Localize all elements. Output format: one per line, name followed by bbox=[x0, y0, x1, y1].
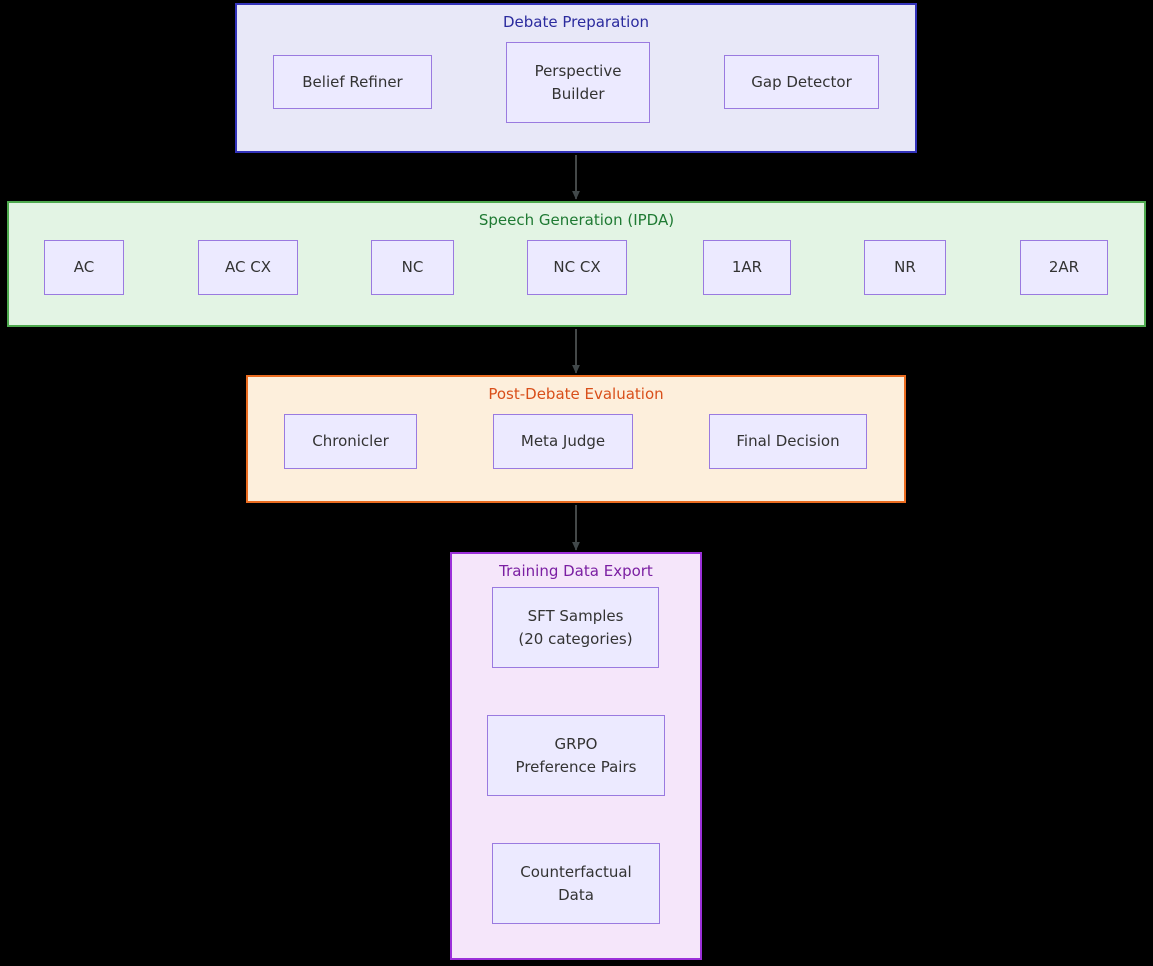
node-final-decision[interactable]: Final Decision bbox=[709, 414, 867, 469]
node-ac-cx[interactable]: AC CX bbox=[198, 240, 298, 295]
node-counterfactual-data[interactable]: Counterfactual Data bbox=[492, 843, 660, 924]
node-belief-refiner[interactable]: Belief Refiner bbox=[273, 55, 432, 109]
node-1ar[interactable]: 1AR bbox=[703, 240, 791, 295]
node-sft-samples[interactable]: SFT Samples (20 categories) bbox=[492, 587, 659, 668]
cluster-title-training-data-export: Training Data Export bbox=[499, 562, 653, 580]
cluster-title-debate-preparation: Debate Preparation bbox=[502, 13, 650, 31]
cluster-title-speech-generation: Speech Generation (IPDA) bbox=[478, 211, 675, 229]
cluster-title-post-debate-evaluation: Post-Debate Evaluation bbox=[488, 385, 664, 403]
node-grpo-preference-pairs[interactable]: GRPO Preference Pairs bbox=[487, 715, 665, 796]
node-ac[interactable]: AC bbox=[44, 240, 124, 295]
node-chronicler[interactable]: Chronicler bbox=[284, 414, 417, 469]
node-gap-detector[interactable]: Gap Detector bbox=[724, 55, 879, 109]
node-nc-cx[interactable]: NC CX bbox=[527, 240, 627, 295]
node-meta-judge[interactable]: Meta Judge bbox=[493, 414, 633, 469]
node-nc[interactable]: NC bbox=[371, 240, 454, 295]
node-nr[interactable]: NR bbox=[864, 240, 946, 295]
node-perspective-builder[interactable]: Perspective Builder bbox=[506, 42, 650, 123]
node-2ar[interactable]: 2AR bbox=[1020, 240, 1108, 295]
